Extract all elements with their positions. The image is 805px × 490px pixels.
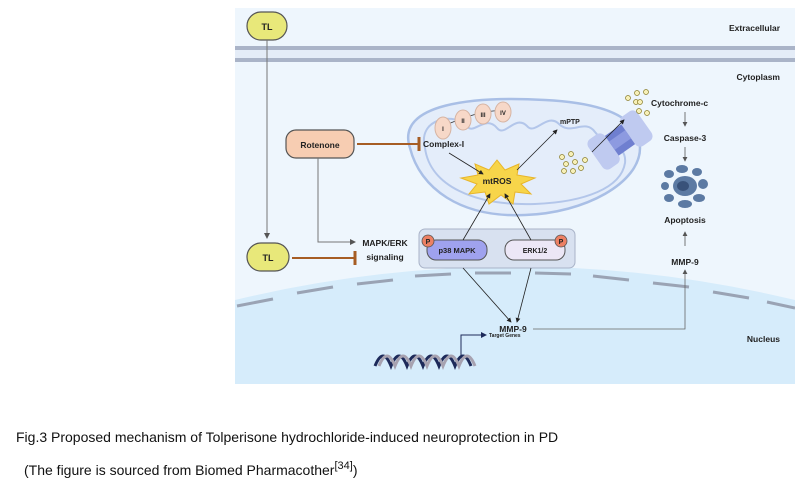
mptp-to-cytochrome-arrow xyxy=(591,119,625,153)
complex-i-bead xyxy=(434,116,452,140)
complex-i-label: I xyxy=(442,127,444,133)
cell-membrane xyxy=(235,46,795,62)
mtros-to-mptp-arrow xyxy=(516,129,558,171)
complex-ii-label: II xyxy=(461,119,465,125)
complex-iv-bead xyxy=(494,101,512,123)
mptp-pore xyxy=(587,110,653,170)
tl-bottom-node: TL xyxy=(246,242,290,272)
mmp9-nucleus-label: MMP-9 xyxy=(499,324,527,334)
signaling-label: signaling xyxy=(366,252,403,262)
gene-transcription-arrow xyxy=(460,332,487,357)
label-nucleus: Nucleus xyxy=(747,334,780,344)
cytochrome-c-particles-outside xyxy=(625,89,650,116)
tl-inhibits-mapk xyxy=(292,251,357,265)
apoptosis-label: Apoptosis xyxy=(664,215,706,225)
label-cytoplasm: Cytoplasm xyxy=(737,72,781,82)
complex-iii-bead xyxy=(474,103,492,125)
erk-to-mtros-arrow xyxy=(504,193,532,241)
complex-iii-label: III xyxy=(480,113,485,119)
source-close: ) xyxy=(352,462,358,478)
target-genes-label: Target Genes xyxy=(489,333,521,339)
nucleus-region xyxy=(235,266,795,384)
mapk-erk-label: MAPK/ERK xyxy=(362,238,408,248)
complex-iv-label: IV xyxy=(500,111,506,117)
p38-to-mmp9-arrow xyxy=(462,267,512,323)
complex-i-text: Complex-I xyxy=(423,139,464,149)
mtros-label: mtROS xyxy=(483,176,512,186)
mechanism-diagram: Extracellular Cytoplasm Nucleus I II III… xyxy=(235,8,795,384)
reference-link[interactable]: [34] xyxy=(334,460,353,472)
electron-transport-chain: I II III IV xyxy=(434,101,512,140)
phospho-badge-p38 xyxy=(421,234,435,248)
mmp9-cytoplasm-label: MMP-9 xyxy=(671,257,699,267)
erk12-label: ERK1/2 xyxy=(523,248,548,255)
tl-top-node: TL xyxy=(246,11,288,41)
tl-top-label: TL xyxy=(262,22,273,32)
apoptotic-cell-icon xyxy=(661,165,708,208)
phospho-badge-erk xyxy=(554,234,568,248)
complex-i-to-mtros-arrow xyxy=(448,152,484,175)
dna-helix-icon xyxy=(373,354,477,371)
p38-to-mtros-arrow xyxy=(462,193,491,241)
rotenone-inhibits-complex-i xyxy=(357,137,421,151)
phospho-label-p38: P xyxy=(426,239,431,246)
phospho-label-erk: P xyxy=(559,239,564,246)
erk-to-mmp9-arrow xyxy=(515,267,532,323)
complex-ii-bead xyxy=(454,109,472,131)
mmp9-to-cytoplasm-line xyxy=(533,269,688,330)
figure-caption: Fig.3 Proposed mechanism of Tolperisone … xyxy=(16,429,559,445)
source-text: (The figure is sourced from Biomed Pharm… xyxy=(24,462,335,478)
label-extracellular: Extracellular xyxy=(729,23,781,33)
erk12-node: ERK1/2 P xyxy=(504,234,568,261)
cytochrome-c-label: Cytochrome-c xyxy=(651,98,708,108)
p38-mapk-node: p38 MAPK P xyxy=(421,234,488,261)
figure-source: (The figure is sourced from Biomed Pharm… xyxy=(24,460,358,478)
rotenone-to-mapk-arrow xyxy=(317,158,356,245)
rotenone-node: Rotenone xyxy=(285,129,355,159)
cytochrome-c-particles-inside xyxy=(559,151,588,174)
nuclear-envelope xyxy=(236,271,795,310)
rotenone-label: Rotenone xyxy=(300,140,339,150)
p38-mapk-label: p38 MAPK xyxy=(438,246,476,255)
mptp-label: mPTP xyxy=(560,119,580,126)
caspase-3-label: Caspase-3 xyxy=(664,133,707,143)
tl-bottom-label: TL xyxy=(263,253,274,263)
